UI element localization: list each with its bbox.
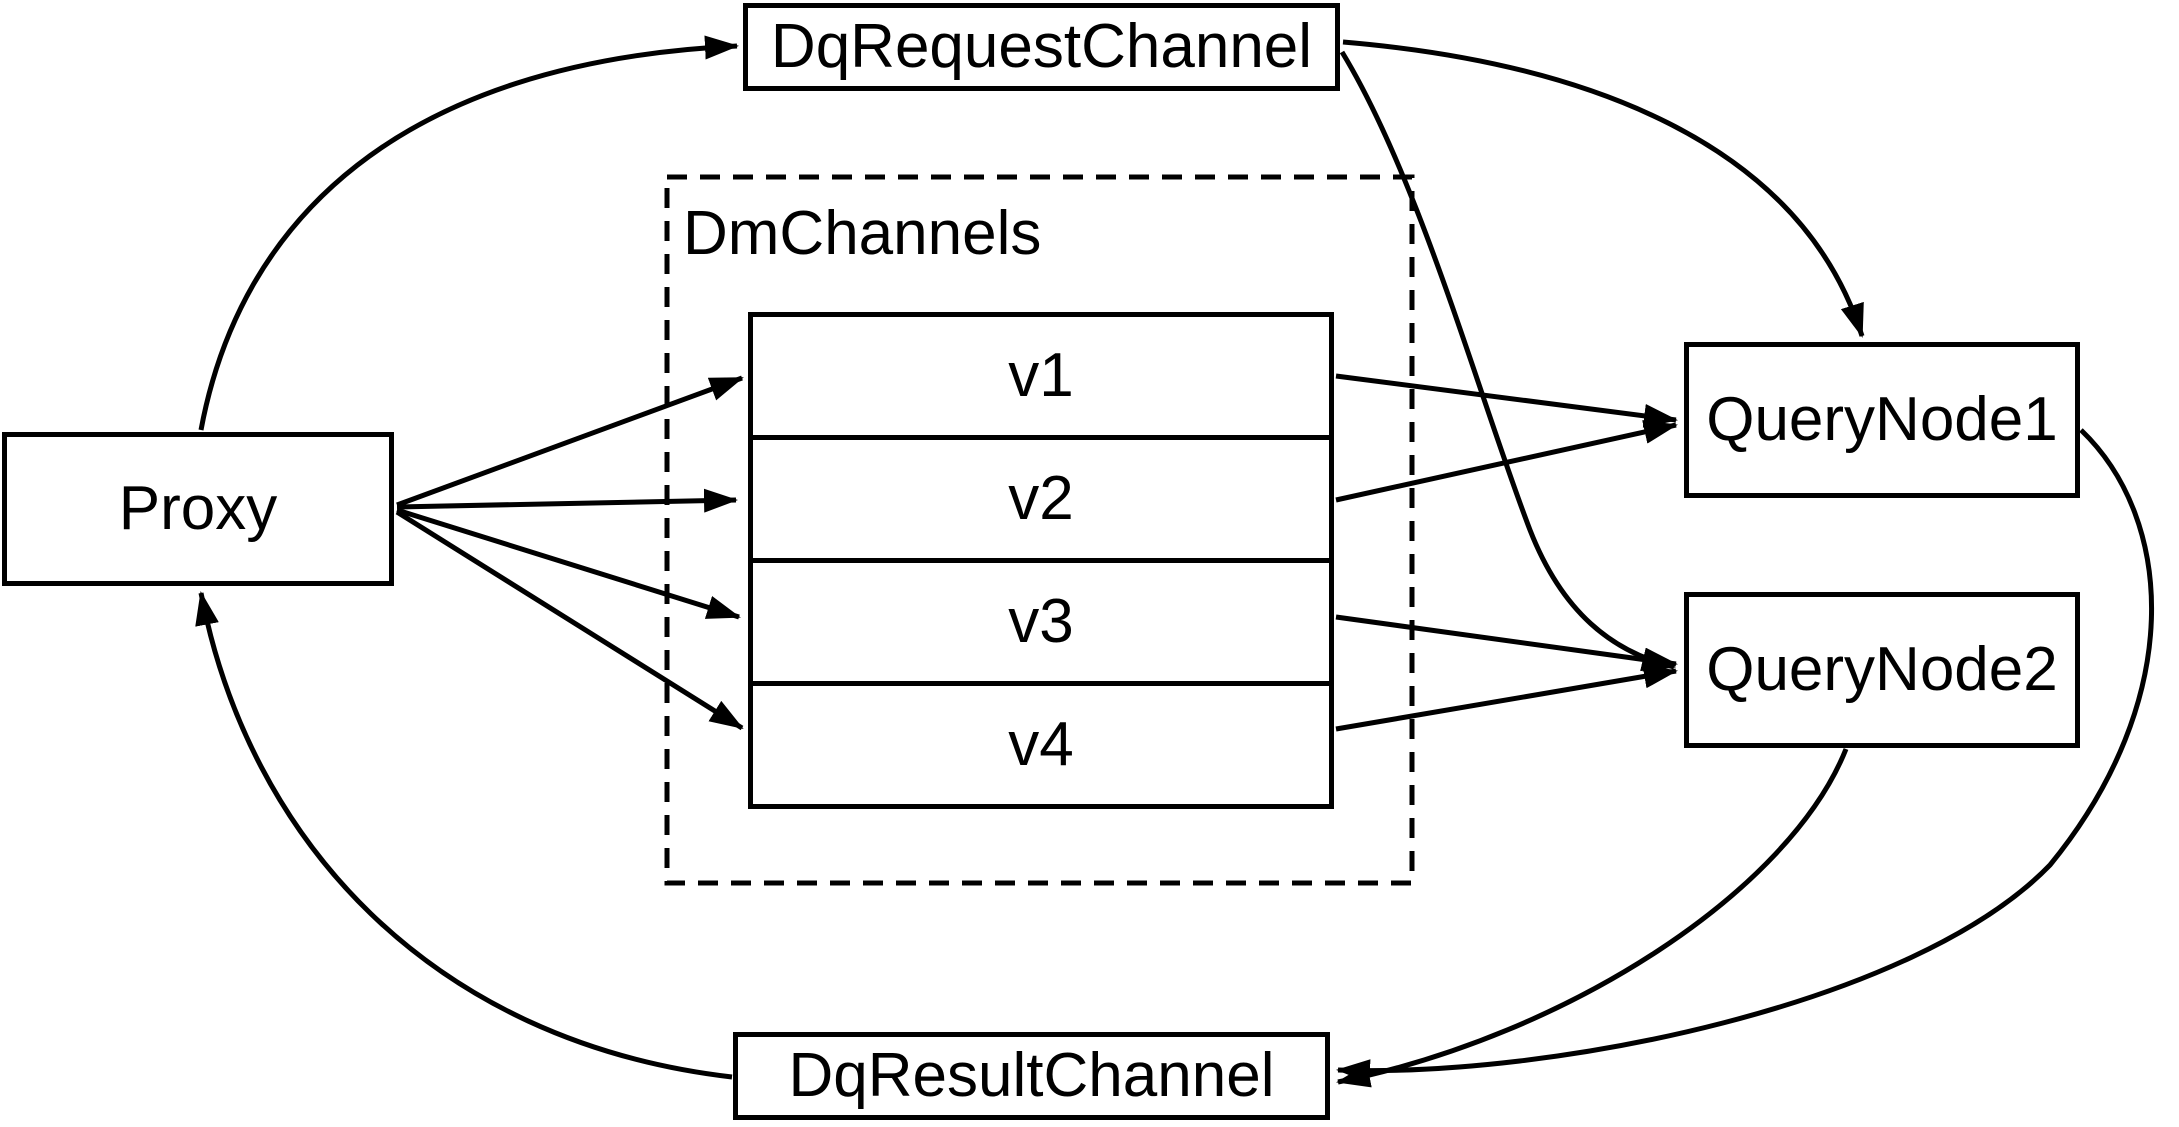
edge-v1-to-querynode1 [1335,373,1678,428]
node-dq-request-channel: DqRequestChannel [743,3,1340,91]
edge-dqrequestchannel-to-querynode1 [1342,39,1865,338]
channel-row-v2: v2 [753,435,1329,558]
edge-proxy-to-v2 [396,488,738,513]
edge-v4-to-querynode2 [1335,664,1678,732]
node-dq-request-channel-label: DqRequestChannel [770,12,1313,81]
edge-dqresultchannel-to-proxy [195,591,733,1080]
edge-v3-to-querynode2 [1335,614,1678,672]
node-query-node-2: QueryNode2 [1684,592,2080,748]
node-query-node-1: QueryNode1 [1684,342,2080,498]
edge-proxy-to-dqrequestchannel [198,35,739,431]
dm-channels-group-border [664,174,1415,886]
node-query-node-2-label: QueryNode2 [1706,635,2058,704]
edge-proxy-to-v1 [396,375,744,508]
channel-row-v1: v1 [1008,341,1074,410]
dm-channels-group-label: DmChannels [683,199,1042,268]
node-query-node-1-label: QueryNode1 [1706,385,2058,454]
edge-proxy-to-v3 [396,507,741,620]
channel-row-v3: v3 [753,558,1329,681]
edge-querynode2-to-dqresultchannel [1336,748,1849,1088]
edge-querynode1-to-dqresultchannel [1336,428,2155,1084]
node-dq-result-channel-label: DqResultChannel [788,1041,1275,1110]
edge-proxy-to-v4 [395,509,744,731]
edge-dqrequestchannel-to-querynode2 [1339,50,1676,672]
node-proxy-label: Proxy [118,474,278,543]
node-proxy: Proxy [2,432,394,586]
node-dq-result-channel: DqResultChannel [733,1032,1330,1120]
dm-channels-table: v1 v2 v3 v4 [748,312,1334,809]
channel-row-v4: v4 [753,681,1329,804]
